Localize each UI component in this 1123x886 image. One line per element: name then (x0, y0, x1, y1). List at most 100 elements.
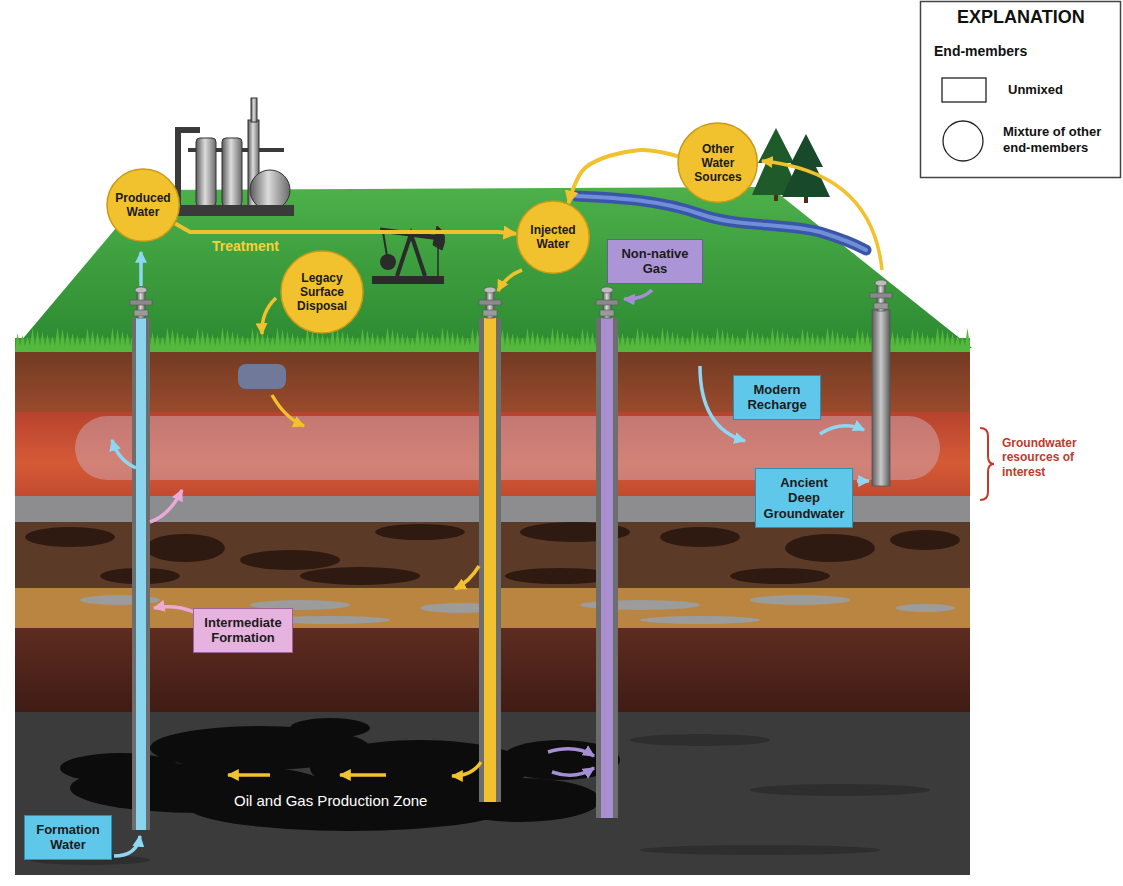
flow-arrows (552, 768, 594, 775)
end-member-box: Ancient Deep Groundwater (755, 468, 853, 528)
flow-arrows (154, 607, 194, 612)
legend-swatch (942, 78, 986, 102)
box-shape (608, 239, 703, 283)
rock-blobs (145, 534, 225, 562)
well-produced (132, 318, 150, 830)
flow-arrows (498, 270, 522, 291)
flow-arrows (114, 836, 140, 856)
node-label: Produced Water (113, 191, 173, 219)
wellhead (130, 287, 152, 318)
flow-arrows (762, 161, 882, 270)
node-label: Formation Water (32, 822, 104, 852)
flow-arrows (624, 290, 652, 299)
box-shape (756, 469, 853, 528)
rock-blobs (785, 534, 875, 562)
node-label: Non-native Gas (615, 246, 695, 276)
refinery-icon (172, 98, 294, 216)
flow-arrows (340, 773, 386, 777)
zone-label: Oil and Gas Production Zone (234, 792, 427, 810)
end-member-circle: Legacy Surface Disposal (280, 250, 364, 334)
end-member-circle: Other Water Sources (677, 122, 758, 203)
well-injection (479, 318, 501, 802)
pumpjack-icon (372, 226, 445, 284)
flow-arrows (112, 161, 882, 856)
refinery-icon (250, 170, 290, 210)
node-label: Injected Water (523, 223, 583, 251)
legend-swatch (943, 121, 983, 161)
well-water-supply (872, 310, 890, 486)
rock-texture (630, 734, 770, 746)
end-member-circle: Injected Water (516, 200, 590, 274)
wellhead (870, 280, 892, 311)
well-gas (601, 318, 613, 818)
rock-blobs (890, 530, 960, 550)
rock-blobs (375, 524, 465, 540)
oil-deposit (440, 778, 600, 822)
node-label: Intermediate Formation (201, 615, 285, 645)
flow-arrows (548, 749, 594, 756)
legend-label: Mixture of other end-members (1003, 124, 1115, 155)
circle-shape (107, 169, 179, 241)
node-label: Ancient Deep Groundwater (763, 475, 845, 521)
oil-deposit (60, 753, 180, 783)
legend-title: EXPLANATION (957, 7, 1085, 29)
trees (804, 197, 808, 203)
legend-box (921, 2, 1121, 178)
pumpjack-icon (372, 276, 444, 284)
flow-arrows (228, 773, 270, 777)
flow-arrows (452, 762, 481, 776)
end-member-box: Modern Recharge (733, 375, 821, 420)
well-gas (596, 318, 618, 818)
flow-arrows (139, 252, 143, 286)
bracket (980, 428, 994, 500)
node-label: Modern Recharge (741, 382, 813, 412)
rock-blobs (730, 568, 830, 584)
connector-label: Treatment (212, 238, 279, 254)
refinery-icon (251, 98, 257, 122)
wellhead (479, 287, 501, 318)
end-member-box: Intermediate Formation (193, 608, 293, 653)
node-label: Other Water Sources (688, 142, 748, 184)
rock-blobs (25, 527, 115, 547)
pumpjack-icon (397, 234, 425, 276)
pumpjack-icon (433, 226, 445, 250)
grey-lenses (750, 595, 850, 605)
region-label: Groundwater resources of interest (1002, 436, 1102, 479)
circle-shape (281, 251, 363, 333)
well-produced (136, 318, 146, 830)
trees (774, 195, 778, 201)
box-shape (194, 608, 293, 652)
grey-lenses (640, 616, 760, 624)
disposal-pond (238, 364, 286, 389)
flow-arrows (820, 426, 864, 434)
rock-blobs (300, 567, 420, 585)
oil-deposit (290, 718, 370, 738)
box-shape (25, 815, 112, 859)
pumpjack-icon (437, 248, 439, 276)
box-shape (734, 375, 821, 419)
flow-connector (175, 223, 516, 233)
flow-arrows (857, 479, 869, 483)
connector-layer (175, 150, 678, 234)
circle-shape (678, 123, 757, 202)
node-label: Legacy Surface Disposal (292, 271, 352, 313)
circle-shape (517, 201, 589, 273)
legend-subtitle: End-members (934, 43, 1027, 60)
flow-connector (569, 150, 678, 203)
legend-label: Unmixed (1008, 82, 1063, 98)
flow-arrows (150, 490, 182, 522)
rock-blobs (240, 550, 340, 570)
rock-texture (640, 845, 880, 855)
grey-lenses (895, 604, 955, 612)
end-member-box: Formation Water (24, 815, 112, 860)
well-water-supply (872, 310, 890, 486)
rock-texture (750, 784, 930, 796)
flow-arrows (112, 440, 136, 468)
flow-arrows (262, 298, 276, 334)
well-injection (484, 318, 496, 802)
rock-blobs (660, 527, 740, 547)
well-produced (132, 318, 150, 830)
refinery-icon (222, 138, 242, 206)
